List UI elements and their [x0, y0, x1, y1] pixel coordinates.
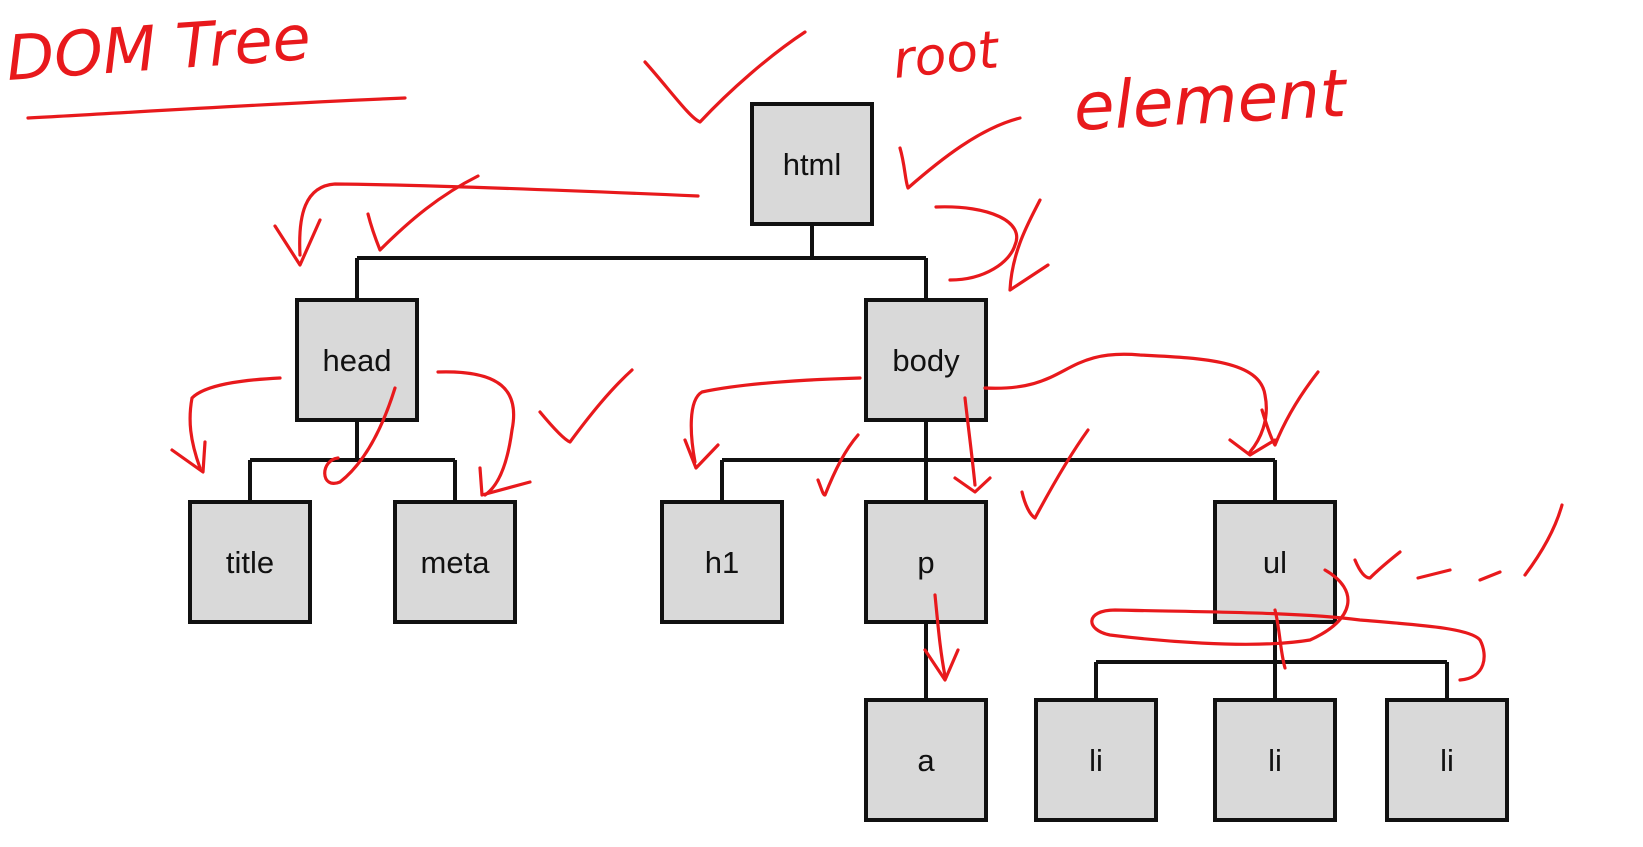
node-label: h1 [705, 545, 739, 580]
arrow-body-to-h1 [689, 376, 862, 464]
node-label: html [783, 147, 842, 182]
node-h1: h1 [660, 500, 784, 624]
arrowhead-icon [273, 218, 322, 267]
handwritten-element-note: element [1072, 55, 1350, 146]
arrowhead-icon [923, 648, 960, 682]
handwritten-root-note: root [890, 20, 1003, 91]
dash-mark [1416, 568, 1452, 580]
check-mark-icon [538, 368, 634, 444]
check-mark-icon [1260, 370, 1320, 447]
arrow-body-to-p [963, 396, 977, 487]
arrow-head-center [323, 386, 397, 485]
node-li-3: li [1385, 698, 1509, 822]
arrow-ul-to-li [1090, 568, 1486, 682]
node-label: p [917, 545, 934, 580]
node-head: head [295, 298, 419, 422]
node-label: ul [1263, 545, 1287, 580]
node-a: a [864, 698, 988, 822]
node-li-1: li [1034, 698, 1158, 822]
node-label: a [917, 743, 935, 778]
handwritten-title: DOM Tree [4, 1, 313, 95]
arrowhead-icon [170, 440, 207, 474]
edge-body-children [720, 420, 1277, 502]
check-mark-icon [1353, 550, 1402, 580]
handwritten-annotations: DOM Tree root element [4, 1, 1564, 682]
edge-html-children [355, 226, 928, 300]
arrow-html-to-body [934, 205, 1019, 282]
check-mark-icon [898, 116, 1022, 190]
check-mark-icon [366, 174, 480, 252]
arrow-html-to-head [298, 182, 700, 257]
node-label: li [1268, 743, 1282, 778]
node-label: title [226, 545, 274, 580]
check-mark-icon [643, 30, 807, 124]
arrow-body-hook [1008, 198, 1050, 292]
arrow-head-to-meta [436, 370, 516, 497]
arrow-head-to-title [188, 376, 282, 470]
arrow-body-to-ul [983, 352, 1268, 454]
node-label: body [892, 343, 960, 378]
arrowhead-icon [683, 438, 720, 470]
node-p: p [864, 500, 988, 624]
node-ul: ul [1213, 500, 1337, 624]
check-mark-icon [1020, 428, 1090, 520]
node-li-2: li [1213, 698, 1337, 822]
title-underline [26, 96, 407, 120]
arrow-p-to-a [933, 593, 947, 678]
dash-mark [1523, 503, 1564, 577]
dash-mark [1478, 570, 1502, 582]
node-title: title [188, 500, 312, 624]
node-html: html [750, 102, 874, 226]
arrowhead-icon [478, 466, 532, 497]
check-mark-icon [816, 433, 860, 497]
node-meta: meta [393, 500, 517, 624]
arrow-ul-to-li-branch [1273, 608, 1287, 670]
arrowhead-icon [1228, 438, 1277, 457]
edge-ul-children [1094, 622, 1449, 700]
tree-edges [248, 226, 1449, 700]
edge-head-children [248, 420, 457, 502]
arrowhead-icon [953, 476, 992, 494]
tree-nodes: html head body title meta h1 p ul [188, 102, 1509, 822]
node-body: body [864, 298, 988, 422]
node-label: head [323, 343, 392, 378]
node-label: li [1089, 743, 1103, 778]
node-label: li [1440, 743, 1454, 778]
node-label: meta [421, 545, 491, 580]
